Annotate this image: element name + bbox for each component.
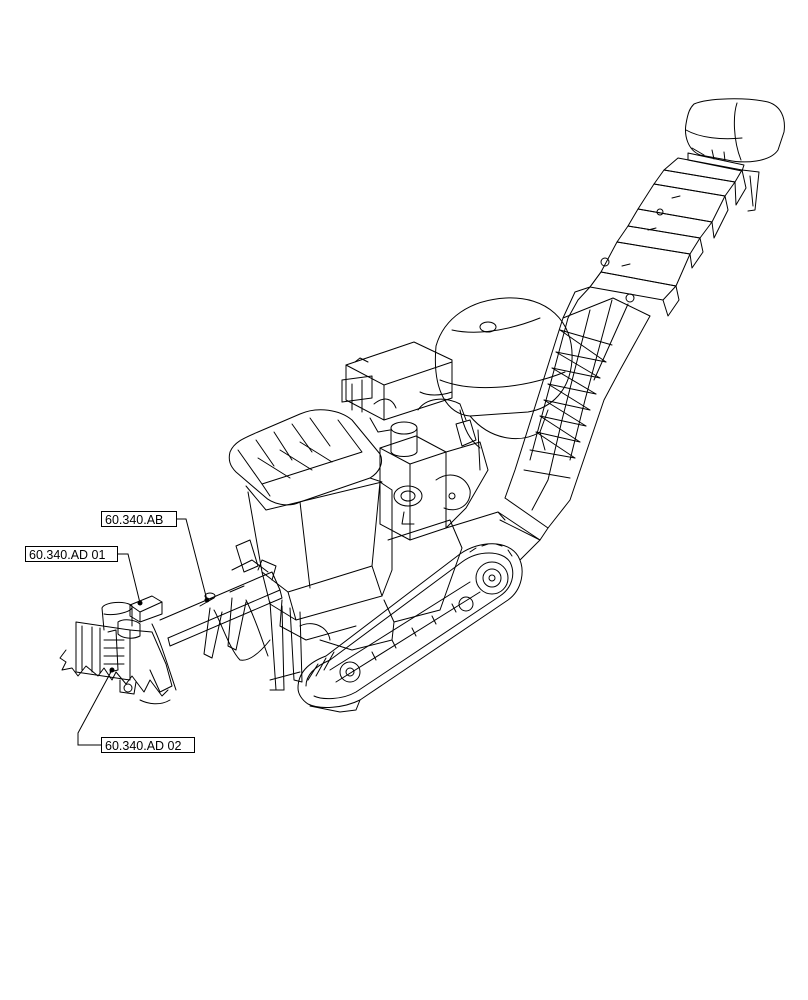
front-supports (203, 539, 331, 691)
leader-lines (77, 518, 210, 746)
engine-dome (434, 297, 573, 471)
cab-body (247, 481, 393, 621)
hydraulic-block (369, 398, 489, 541)
leader-line-ad02 (77, 669, 113, 746)
topper-boom (159, 559, 283, 647)
callout-60-340-ad-01[interactable]: 60.340.AD 01 (25, 546, 118, 562)
elevator-hood (685, 98, 785, 212)
engine-box (341, 341, 453, 421)
leader-line-ad01 (118, 553, 141, 604)
elevator-chute (555, 157, 747, 341)
leader-dot-ab (204, 597, 210, 603)
callout-60-340-ab[interactable]: 60.340.AB (101, 511, 177, 527)
leader-line-ab (177, 518, 208, 601)
crawler-track (297, 543, 523, 713)
cab-canopy (228, 409, 383, 511)
leader-dot-ad01 (137, 600, 143, 606)
elevator-truss (497, 297, 651, 561)
callout-60-340-ad-02[interactable]: 60.340.AD 02 (101, 737, 195, 753)
basecutter-assembly (59, 595, 177, 705)
chassis (279, 511, 506, 651)
leader-dot-ad02 (109, 667, 115, 673)
